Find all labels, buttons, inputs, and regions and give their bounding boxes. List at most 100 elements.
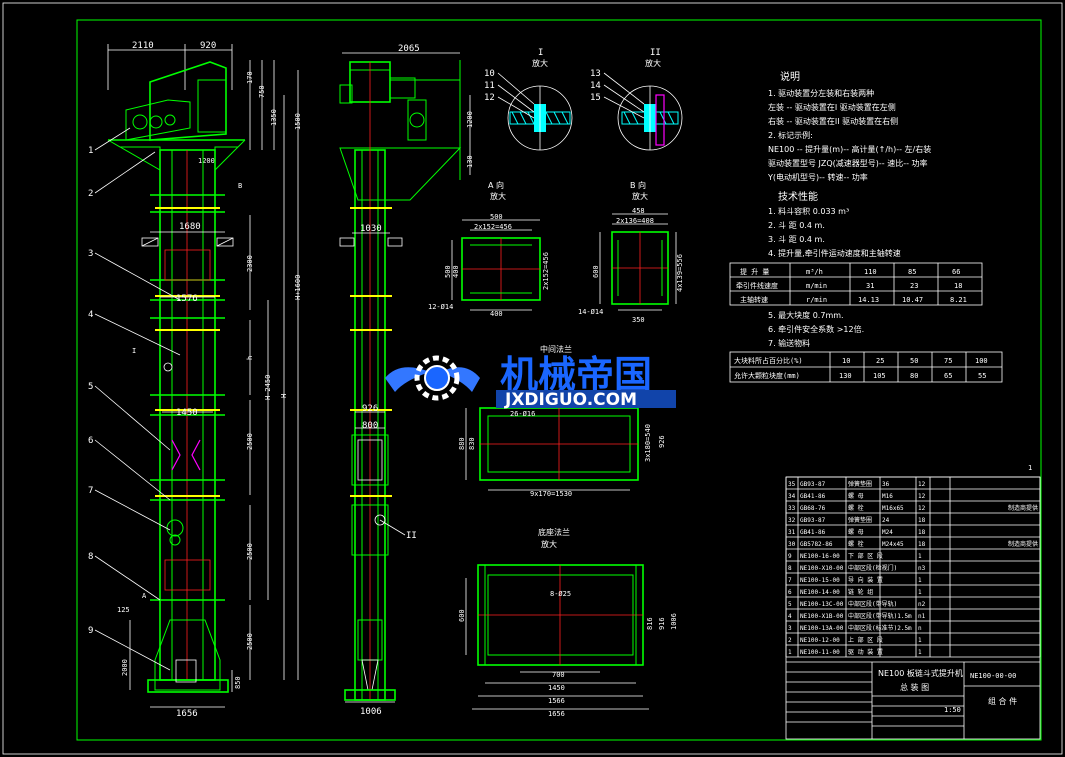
mark-b: B [238,182,242,190]
bom-cell-spec: M24 [882,529,893,536]
perf-label-0: 提 升 量 [740,267,769,276]
view-a-scale: 放大 [490,191,506,201]
dim-2000: 2000 [121,659,129,676]
bom-cell-name: 螺 母 [848,528,864,536]
size-v-1-3: 65 [944,372,952,380]
bom-cell-code: GB93-87 [800,517,826,524]
notes-heading: 说明 [780,70,800,83]
dim-1200: 1200 [198,157,215,165]
view-b-title: B 向 [630,180,646,190]
view-a-w456: 2x152=456 [474,223,512,231]
bom-cell-name: 螺 栓 [848,540,864,548]
bom-cell-name: 导 向 装 置 [848,576,883,584]
detail-i-callout-10: 10 [484,69,495,79]
dim-h: h [246,356,254,360]
view-b: B 向 放大 458 2x136=408 600 4x139=556 350 1… [578,180,684,324]
inner-frame [76,19,1042,741]
view-a-w500: 500 [490,213,503,221]
dim-170: 170 [246,71,254,84]
view-mid-h540: 3x180=540 [644,424,652,462]
perf-v-0-2: 66 [952,268,960,276]
bom-cell-name: 螺 母 [848,492,864,500]
view-mid-holes: 26-Ø16 [510,410,535,418]
bom-cell-no: 3 [788,625,792,632]
callout-5: 5 [88,382,93,392]
dim-2500-b: 2500 [246,543,254,560]
view-base-h600: 600 [458,609,466,622]
view-base-scale: 放大 [541,539,557,549]
perf-label-2: 主轴转速 [740,295,768,304]
perf-v-2-2: 8.21 [950,296,967,304]
view-a-h400: 400 [452,265,460,278]
perf-v-1-1: 23 [910,282,918,290]
perf-label-1: 牵引件线速度 [736,281,778,290]
view-a-title: A 向 [488,180,504,190]
tech-line-7: 7. 输送物料 [768,338,810,348]
view-mid-h926: 926 [658,435,666,448]
view-b-w458: 458 [632,207,645,215]
dim-1576: 1576 [176,294,198,304]
bom-cell-code: GB68-76 [800,505,826,512]
bom-cell-code: NE100-13C-00 [800,601,844,608]
size-v-0-0: 10 [842,357,850,365]
tech-line-6: 6. 牵引件安全系数 >12倍. [768,324,864,334]
bom-cell-no: 7 [788,577,792,584]
bom-cell-name: 链 轮 组 [848,588,873,596]
bom-cell-no: 4 [788,613,792,620]
size-v-0-2: 50 [910,357,918,365]
note-line-1: 1. 驱动装置分左装和右装两种 [768,88,874,98]
mark-i: I [132,347,136,355]
bom-cell-qty: 1 [918,649,922,656]
dim-1500: 1500 [294,113,302,130]
callout-2: 2 [88,189,93,199]
bom-cell-code: GB5782-86 [800,541,833,548]
dim-2500-c: 2500 [246,633,254,650]
dim-top-left: 2110 [132,41,154,51]
detail-ii-callout-14: 14 [590,81,601,91]
bom-cell-no: 33 [788,505,796,512]
mark-a: A [142,592,147,600]
bom-cell-code: GB41-86 [800,529,826,536]
view-base-w1450: 1450 [548,684,565,692]
bom-cell-code: NE100-12-00 [800,637,840,644]
bom-cell-name: 中部区段(标准节)2.5m [848,624,912,632]
dim-1350: 1350 [270,109,278,126]
view-base-title: 底座法兰 [538,527,570,537]
elevator-front-view: 2110 920 170 750 1350 1500 1200 [88,41,302,719]
bom-cell-no: 8 [788,565,792,572]
note-line-2: 左装 -- 驱动装置在I 驱动装置在左侧 [768,102,896,112]
callout-3: 3 [88,249,93,259]
detail-i-scale: 放大 [532,58,548,68]
view-base-w700: 700 [552,671,565,679]
callout-4: 4 [88,310,93,320]
detail-i-callout-11: 11 [484,81,495,91]
dim-bottom-1656: 1656 [176,709,198,719]
dim-2300: 2300 [246,255,254,272]
bom-cell-qty: 12 [918,493,926,500]
watermark: 机械帝国 JXDIGUO.COM [385,353,676,410]
bom-cell-name: 驱 动 装 置 [848,648,883,656]
dim-side-1030: 1030 [360,224,382,234]
bom-cell-spec: 24 [882,517,890,524]
view-mid-h830: 830 [468,437,476,450]
bom-cell-note: 制造商提供 [1008,540,1038,548]
perf-v-2-1: 10.47 [902,296,923,304]
bom-cell-no: 1 [788,649,792,656]
perf-v-1-0: 31 [866,282,874,290]
bom-cell-name: 下 部 区 段 [848,552,883,560]
bom-cell-no: 34 [788,493,796,500]
bom-cell-qty: 1 [918,553,922,560]
callout-7: 7 [88,486,93,496]
perf-unit-0: m³/h [806,268,823,276]
bom-cell-code: NE100-16-00 [800,553,840,560]
detail-ii-title: II [650,48,661,58]
perf-v-1-2: 18 [954,282,962,290]
dim-1450: 1450 [176,408,198,418]
dim-side-1200: 1200 [466,111,474,128]
size-v-0-4: 100 [975,357,988,365]
dim-side-top: 2065 [398,44,420,54]
dim-side-bottom: 1006 [360,707,382,717]
bom-cell-code: NE100-13A-00 [800,625,844,632]
